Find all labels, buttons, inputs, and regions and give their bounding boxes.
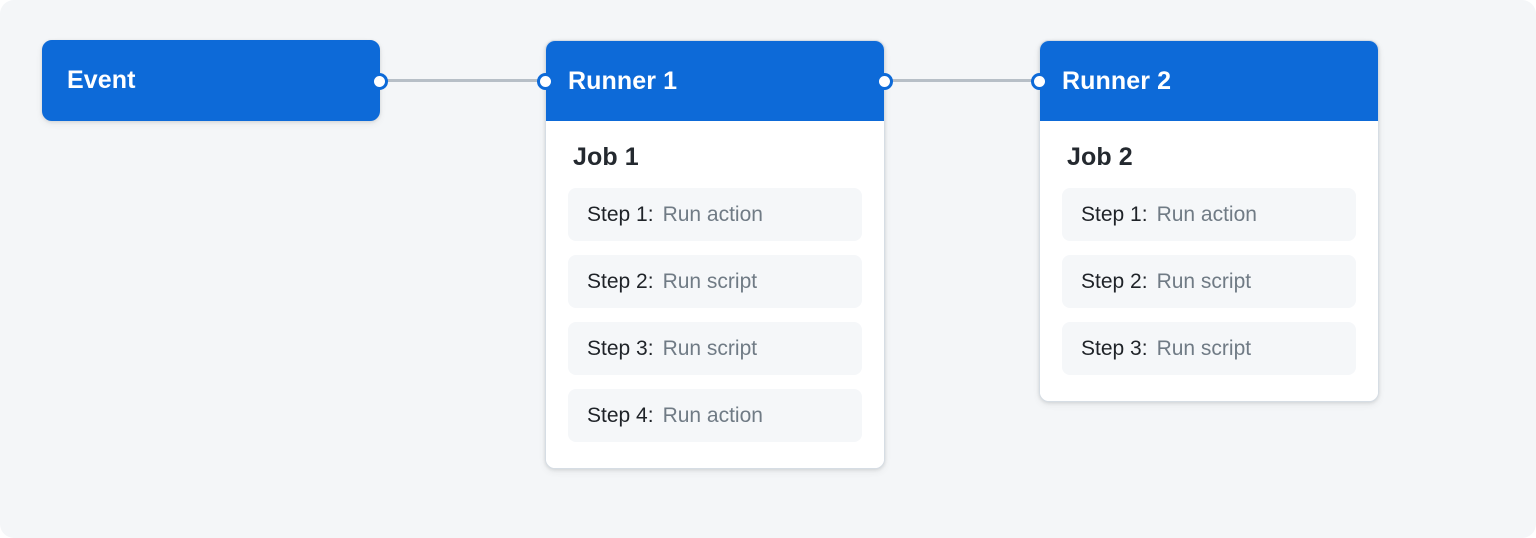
port-runner-1-left[interactable] xyxy=(537,73,554,90)
step-label: Step 3: xyxy=(587,336,654,360)
node-runner-1-title: Runner 1 xyxy=(568,66,678,95)
step-label: Step 1: xyxy=(1081,202,1148,226)
job-title-1: Job 1 xyxy=(573,143,639,171)
step-row[interactable]: Step 1: Run action xyxy=(568,188,862,241)
step-list-1: Step 1: Run action Step 2: Run script St… xyxy=(568,188,862,442)
port-runner-1-right[interactable] xyxy=(876,73,893,90)
node-runner-1-header: Runner 1 xyxy=(546,41,884,121)
node-runner-1[interactable]: Runner 1 Job 1 Step 1: Run action Step 2… xyxy=(537,40,893,469)
node-runner-2-header: Runner 2 xyxy=(1040,41,1378,121)
step-value: Run action xyxy=(662,202,763,226)
step-row[interactable]: Step 1: Run action xyxy=(1062,188,1356,241)
step-row[interactable]: Step 4: Run action xyxy=(568,389,862,442)
node-runner-1-body: Job 1 Step 1: Run action Step 2: Run scr… xyxy=(546,121,884,468)
step-value: Run action xyxy=(1156,202,1257,226)
step-list-2: Step 1: Run action Step 2: Run script St… xyxy=(1062,188,1356,375)
step-value: Run action xyxy=(662,403,763,427)
step-label: Step 2: xyxy=(587,269,654,293)
job-title-2: Job 2 xyxy=(1067,143,1133,171)
node-runner-2-body: Job 2 Step 1: Run action Step 2: Run scr… xyxy=(1040,121,1378,401)
step-label: Step 3: xyxy=(1081,336,1148,360)
node-runner-2-title: Runner 2 xyxy=(1062,66,1172,95)
port-event-right[interactable] xyxy=(371,73,388,90)
edge-runner-1-to-runner-2 xyxy=(883,79,1043,82)
node-event[interactable]: Event xyxy=(42,40,388,121)
step-label: Step 1: xyxy=(587,202,654,226)
port-runner-2-left[interactable] xyxy=(1031,73,1048,90)
step-value: Run script xyxy=(1156,336,1252,360)
step-label: Step 2: xyxy=(1081,269,1148,293)
step-row[interactable]: Step 2: Run script xyxy=(1062,255,1356,308)
edge-event-to-runner-1 xyxy=(383,79,543,82)
step-value: Run script xyxy=(662,336,758,360)
step-label: Step 4: xyxy=(587,403,654,427)
step-row[interactable]: Step 2: Run script xyxy=(568,255,862,308)
node-event-title: Event xyxy=(67,66,136,94)
step-value: Run script xyxy=(1156,269,1252,293)
step-value: Run script xyxy=(662,269,758,293)
node-runner-2[interactable]: Runner 2 Job 2 Step 1: Run action Step 2… xyxy=(1031,40,1379,402)
step-row[interactable]: Step 3: Run script xyxy=(1062,322,1356,375)
step-row[interactable]: Step 3: Run script xyxy=(568,322,862,375)
